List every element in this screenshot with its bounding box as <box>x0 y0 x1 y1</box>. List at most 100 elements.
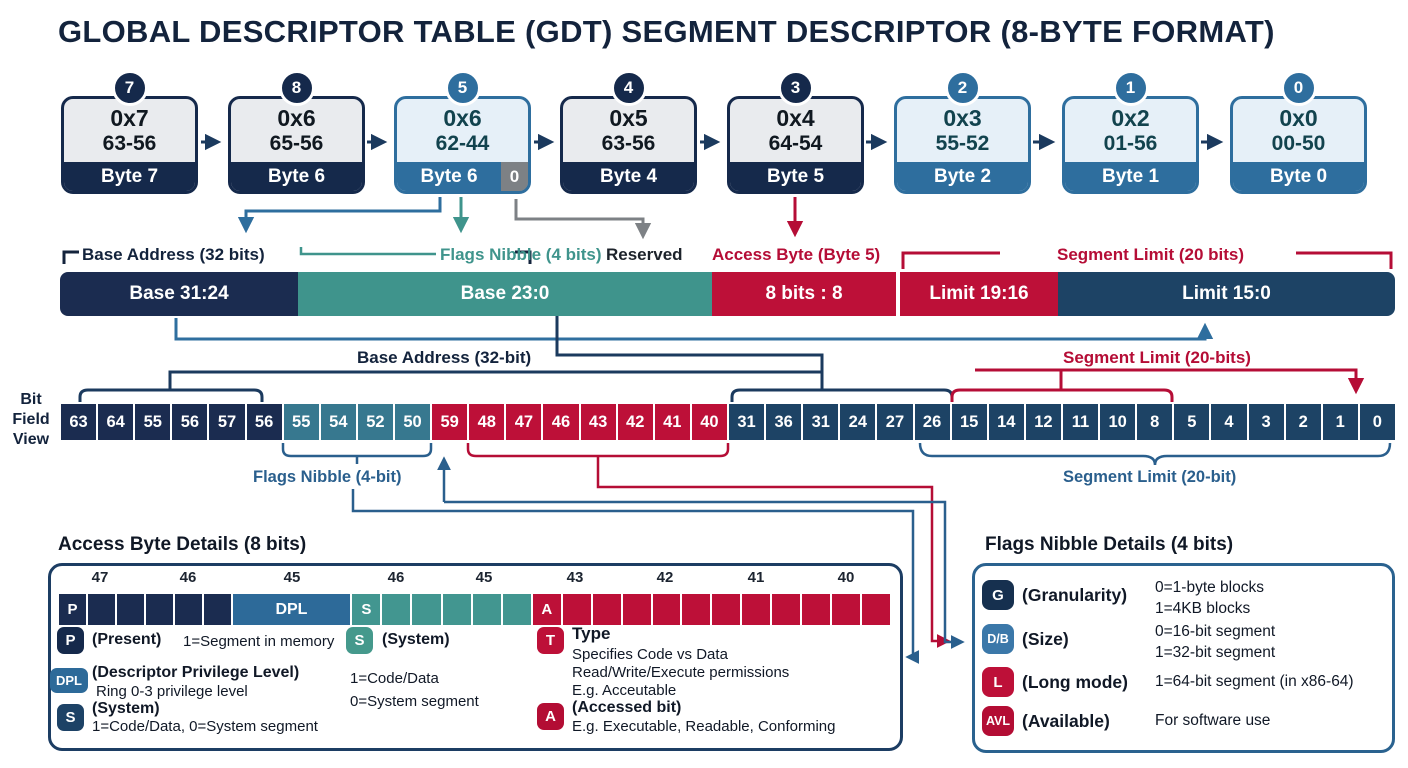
system-badge: S <box>346 627 373 654</box>
access-bar-cell <box>801 593 832 626</box>
byte-label: Byte 6 <box>267 166 326 187</box>
bit-cell: 4 <box>1210 403 1248 441</box>
flags-value: 0=1-byte blocks <box>1155 579 1264 596</box>
byte-index-badge: 0 <box>1280 70 1317 106</box>
byte-label: Byte 6 <box>420 166 478 187</box>
access-bit-number: 45 <box>475 569 493 586</box>
access-bar-cell <box>411 593 442 626</box>
label-segment-limit-20bit: Segment Limit (20-bit) <box>1063 468 1237 486</box>
access-bar-cell <box>202 593 232 626</box>
bit-cell: 42 <box>616 403 654 441</box>
flags-term: (Size) <box>1022 629 1069 649</box>
access-bar-cell <box>381 593 412 626</box>
bit-cell: 63 <box>60 403 98 441</box>
label-flags-nibble: Flags Nibble (4 bits) <box>440 245 602 264</box>
access-bit-number: 46 <box>387 569 405 586</box>
accessed-desc: E.g. Executable, Readable, Conforming <box>572 718 836 735</box>
bit-cell: 57 <box>208 403 246 441</box>
byte-index-badge: 1 <box>1112 70 1149 106</box>
label-segment-limit: Segment Limit (20 bits) <box>1057 245 1245 264</box>
access-bit-number: 45 <box>283 569 301 586</box>
byte-label: Byte 4 <box>599 166 658 187</box>
bit-cell: 47 <box>505 403 543 441</box>
byte-hex: 0x6 <box>443 105 482 132</box>
byte-box-footer: Byte 5 <box>730 162 861 191</box>
bit-cell: 52 <box>356 403 394 441</box>
access-bar-cell <box>441 593 472 626</box>
access-bit-number: 46 <box>179 569 197 586</box>
access-bar-cell <box>173 593 203 626</box>
bit-cell: 10 <box>1099 403 1137 441</box>
byte-box-footer: Byte 0 <box>1233 162 1364 191</box>
access-bar-cell <box>861 593 891 626</box>
bit-cell: 59 <box>431 403 469 441</box>
dpl-badge: DPL <box>50 668 88 693</box>
access-bit-number: 41 <box>747 569 765 586</box>
bit-cell: 3 <box>1247 403 1285 441</box>
access-bar-cell <box>771 593 802 626</box>
dpl-term: (Descriptor Privilege Level) <box>92 664 300 681</box>
flags-badge: AVL <box>982 706 1014 736</box>
access-bar-cell <box>115 593 145 626</box>
access-panel-title: Access Byte Details (8 bits) <box>58 534 307 555</box>
bit-cell: 56 <box>171 403 209 441</box>
access-bit-number: 47 <box>91 569 109 586</box>
label-flags-nibble-4bit: Flags Nibble (4-bit) <box>253 468 402 486</box>
bit-cell: 36 <box>765 403 803 441</box>
bit-cell: 48 <box>468 403 506 441</box>
bit-cell: 27 <box>876 403 914 441</box>
access-bar-cell <box>711 593 742 626</box>
bit-cell: 54 <box>319 403 357 441</box>
bit-cell: 56 <box>245 403 283 441</box>
byte-index-badge: 7 <box>111 70 148 106</box>
access-bar-cell <box>144 593 174 626</box>
dpl-desc: Ring 0-3 privilege level <box>96 683 248 700</box>
byte-index-badge: 5 <box>444 70 481 106</box>
byte-label: Byte 2 <box>933 166 992 187</box>
byte-bits: 55-52 <box>935 131 990 155</box>
byte-index-badge: 4 <box>610 70 647 106</box>
byte-index-badge: 3 <box>777 70 814 106</box>
flags-value: 1=4KB blocks <box>1155 600 1251 617</box>
type-line1: Specifies Code vs Data <box>572 646 728 663</box>
flags-value: 1=32-bit segment <box>1155 644 1276 661</box>
access-bar-cell <box>621 593 652 626</box>
flags-term: (Granularity) <box>1022 585 1128 605</box>
bit-cell: 0 <box>1358 403 1396 441</box>
byte-hex: 0x6 <box>277 105 316 132</box>
byte-bits: 62-44 <box>435 131 490 155</box>
s-term: (System) <box>92 700 160 717</box>
bit-cell: 11 <box>1061 403 1100 441</box>
bit-cell: 24 <box>839 403 877 441</box>
byte-bits: 65-56 <box>269 131 324 155</box>
bit-cell: 5 <box>1173 403 1211 441</box>
label-segment-limit-20bits: Segment Limit (20-bits) <box>1063 348 1251 367</box>
system-line1: 1=Code/Data <box>350 670 439 687</box>
s-badge: S <box>57 704 84 731</box>
p-desc: 1=Segment in memory <box>183 633 335 650</box>
system-line2: 0=System segment <box>350 693 479 710</box>
flags-value: 0=16-bit segment <box>1155 623 1276 640</box>
byte-index-badge: 2 <box>944 70 981 106</box>
page-title: GLOBAL DESCRIPTOR TABLE (GDT) SEGMENT DE… <box>58 14 1275 49</box>
bar-access-byte: 8 bits : 8 <box>712 272 896 316</box>
access-bar-group: A <box>531 593 891 626</box>
system-term: (System) <box>382 631 450 648</box>
byte-box-footer: Byte 6 <box>231 162 362 191</box>
s-desc: 1=Code/Data, 0=System segment <box>92 718 318 735</box>
bit-cell: 64 <box>97 403 135 441</box>
flags-nibble-panel <box>972 563 1395 753</box>
